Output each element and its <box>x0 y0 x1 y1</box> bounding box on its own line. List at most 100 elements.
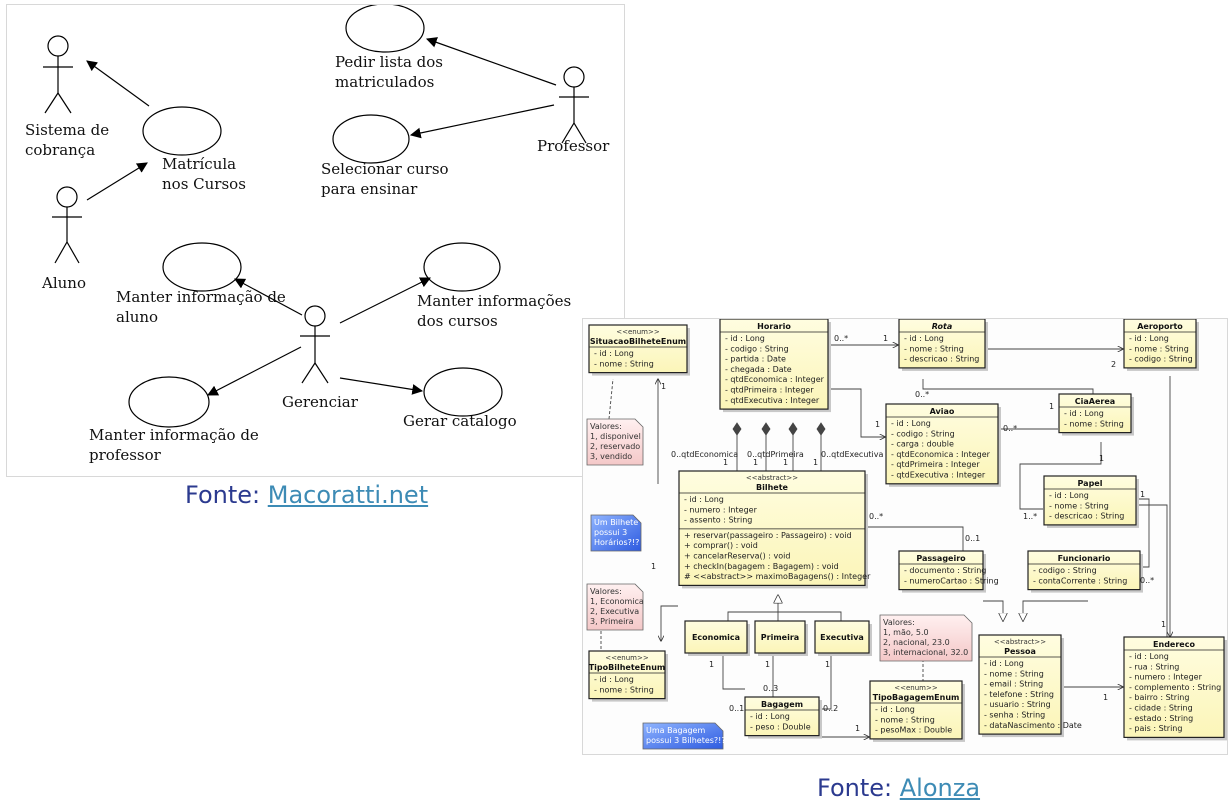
class-attribute: - estado : String <box>1129 714 1193 723</box>
class-attribute: - cidade : String <box>1129 704 1193 713</box>
macoratti-link[interactable]: Macoratti.net <box>267 481 429 509</box>
class-attribute: - codigo : String <box>891 429 955 438</box>
class-passageiro: Passageiro- documento : String- numeroCa… <box>898 550 999 593</box>
note-line: Uma Bagagem <box>646 726 705 735</box>
multiplicity-label: 0..1 <box>965 534 980 543</box>
class-attribute: - qtdExecutiva : Integer <box>891 471 986 480</box>
class-attribute: - qtdPrimeira : Integer <box>891 460 980 469</box>
note-line: 2, Executiva <box>590 607 639 616</box>
class-attribute: - nome : String <box>984 669 1044 678</box>
label-gerar-catalogo: Gerar catalogo <box>403 412 517 430</box>
class-name: Horario <box>757 322 791 331</box>
usecase-pedir-lista <box>345 3 425 53</box>
class-method: + reservar(passageiro : Passageiro) : vo… <box>684 531 852 540</box>
class-attribute: - pesoMax : Double <box>875 726 952 735</box>
multiplicity-label: 0..* <box>915 390 929 399</box>
class-name: Funcionario <box>1058 554 1111 563</box>
class-attribute: - chegada : Date <box>725 365 792 374</box>
note-line: 1, disponivel <box>590 432 641 441</box>
class-attribute: - telefone : String <box>984 690 1054 699</box>
class-attribute: - nome : String <box>594 359 654 368</box>
class-attribute: - id : Long <box>1049 491 1089 500</box>
class-attribute: - partida : Date <box>725 355 786 364</box>
class-name: Bagagem <box>761 700 803 709</box>
label-professor: Professor <box>537 137 610 155</box>
multiplicity-label: 0..1 <box>729 704 744 713</box>
note-line: 2, nacional, 23.0 <box>883 638 950 647</box>
multiplicity-label: 1 <box>753 458 758 467</box>
class-aviao: Aviao- id : Long- codigo : String- carga… <box>885 403 1001 487</box>
note-line: 3, Primeira <box>590 617 634 626</box>
class-executiva: Executiva <box>814 620 872 656</box>
caption-prefix-2: Fonte: <box>817 774 900 802</box>
multiplicity-label: 0..* <box>1003 424 1017 433</box>
class-name: Primeira <box>761 633 799 642</box>
note-line: Horários?!? <box>594 538 639 547</box>
class-attribute: - assento : String <box>684 516 752 525</box>
multiplicity-label: 1 <box>855 724 860 733</box>
class-method: + checkIn(bagagem : Bagagem) : void <box>684 562 839 571</box>
class-attribute: - numero : Integer <box>684 505 758 514</box>
actor-gerenciar <box>300 305 330 384</box>
label-gerenciar: Gerenciar <box>282 393 359 411</box>
class-name: Aeroporto <box>1137 322 1183 331</box>
actor-professor <box>559 66 589 144</box>
class-name: Pessoa <box>1004 647 1036 656</box>
multiplicity-label: 1 <box>1161 620 1166 629</box>
note-line: 3, internacional, 32.0 <box>883 648 968 657</box>
class-tipobilhete: <<enum>>TipoBilheteEnum- id : Long- nome… <box>588 650 668 702</box>
class-attribute: - rua : String <box>1129 662 1179 671</box>
multiplicity-label: 1 <box>651 562 656 571</box>
class-ciaaerea: CiaAerea- id : Long- nome : String <box>1058 393 1134 436</box>
class-attribute: - bairro : String <box>1129 693 1189 702</box>
multiplicity-label: 0..* <box>869 512 883 521</box>
class-attribute: - qtdExecutiva : Integer <box>725 396 820 405</box>
alonza-link[interactable]: Alonza <box>899 774 981 802</box>
class-name: Passageiro <box>916 554 966 563</box>
class-attribute: - pais : String <box>1129 724 1182 733</box>
multiplicity-label: 1 <box>723 458 728 467</box>
class-attribute: - id : Long <box>684 495 724 504</box>
class-name: Bilhete <box>756 483 789 492</box>
multiplicity-label: 1 <box>813 458 818 467</box>
class-tipobagagem: <<enum>>TipoBagagemEnum- id : Long- nome… <box>869 680 965 742</box>
class-attribute: - complemento : String <box>1129 683 1221 692</box>
class-bilhete: <<abstract>>Bilhete- id : Long- numero :… <box>678 470 871 589</box>
class-papel: Papel- id : Long- nome : String- descric… <box>1043 475 1139 528</box>
note-line: 2, reservado <box>590 442 640 451</box>
multiplicity-label: 0..2 <box>823 704 838 713</box>
class-attribute: - id : Long <box>984 659 1024 668</box>
class-stereotype: <<enum>> <box>894 684 938 692</box>
multiplicity-label: 0..qtdEconomica <box>671 450 738 459</box>
class-attribute: - nome : String <box>594 685 654 694</box>
multiplicity-label: 0..qtdExecutiva <box>821 450 883 459</box>
class-attribute: - nome : String <box>1129 344 1189 353</box>
note-line: possui 3 Bilhetes?!? <box>646 736 726 745</box>
class-attribute: - email : String <box>984 680 1043 689</box>
note-line: 1, Economica <box>590 597 644 606</box>
class-attribute: - id : Long <box>1129 334 1169 343</box>
class-name: Executiva <box>820 633 864 642</box>
note-line: Valores: <box>883 618 915 627</box>
multiplicity-label: 1 <box>765 660 770 669</box>
class-rota: Rota- id : Long- nome : String- descrica… <box>898 318 988 371</box>
caption-macoratti: Fonte: Macoratti.net <box>185 481 428 509</box>
class-attribute: - nome : String <box>904 344 964 353</box>
note-line: Valores: <box>590 422 622 431</box>
class-method: + cancelarReserva() : void <box>684 552 790 561</box>
note-line: possui 3 <box>594 528 627 537</box>
note-line: Um Bilhete <box>594 518 638 527</box>
class-name: Endereco <box>1153 640 1195 649</box>
note-line: Valores: <box>590 587 622 596</box>
caption-prefix: Fonte: <box>185 481 268 509</box>
multiplicity-label: 1 <box>883 334 888 343</box>
multiplicity-label: 0..* <box>1140 576 1154 585</box>
class-attribute: - numero : Integer <box>1129 673 1203 682</box>
multiplicity-label: 0..qtdPrimeira <box>747 450 804 459</box>
